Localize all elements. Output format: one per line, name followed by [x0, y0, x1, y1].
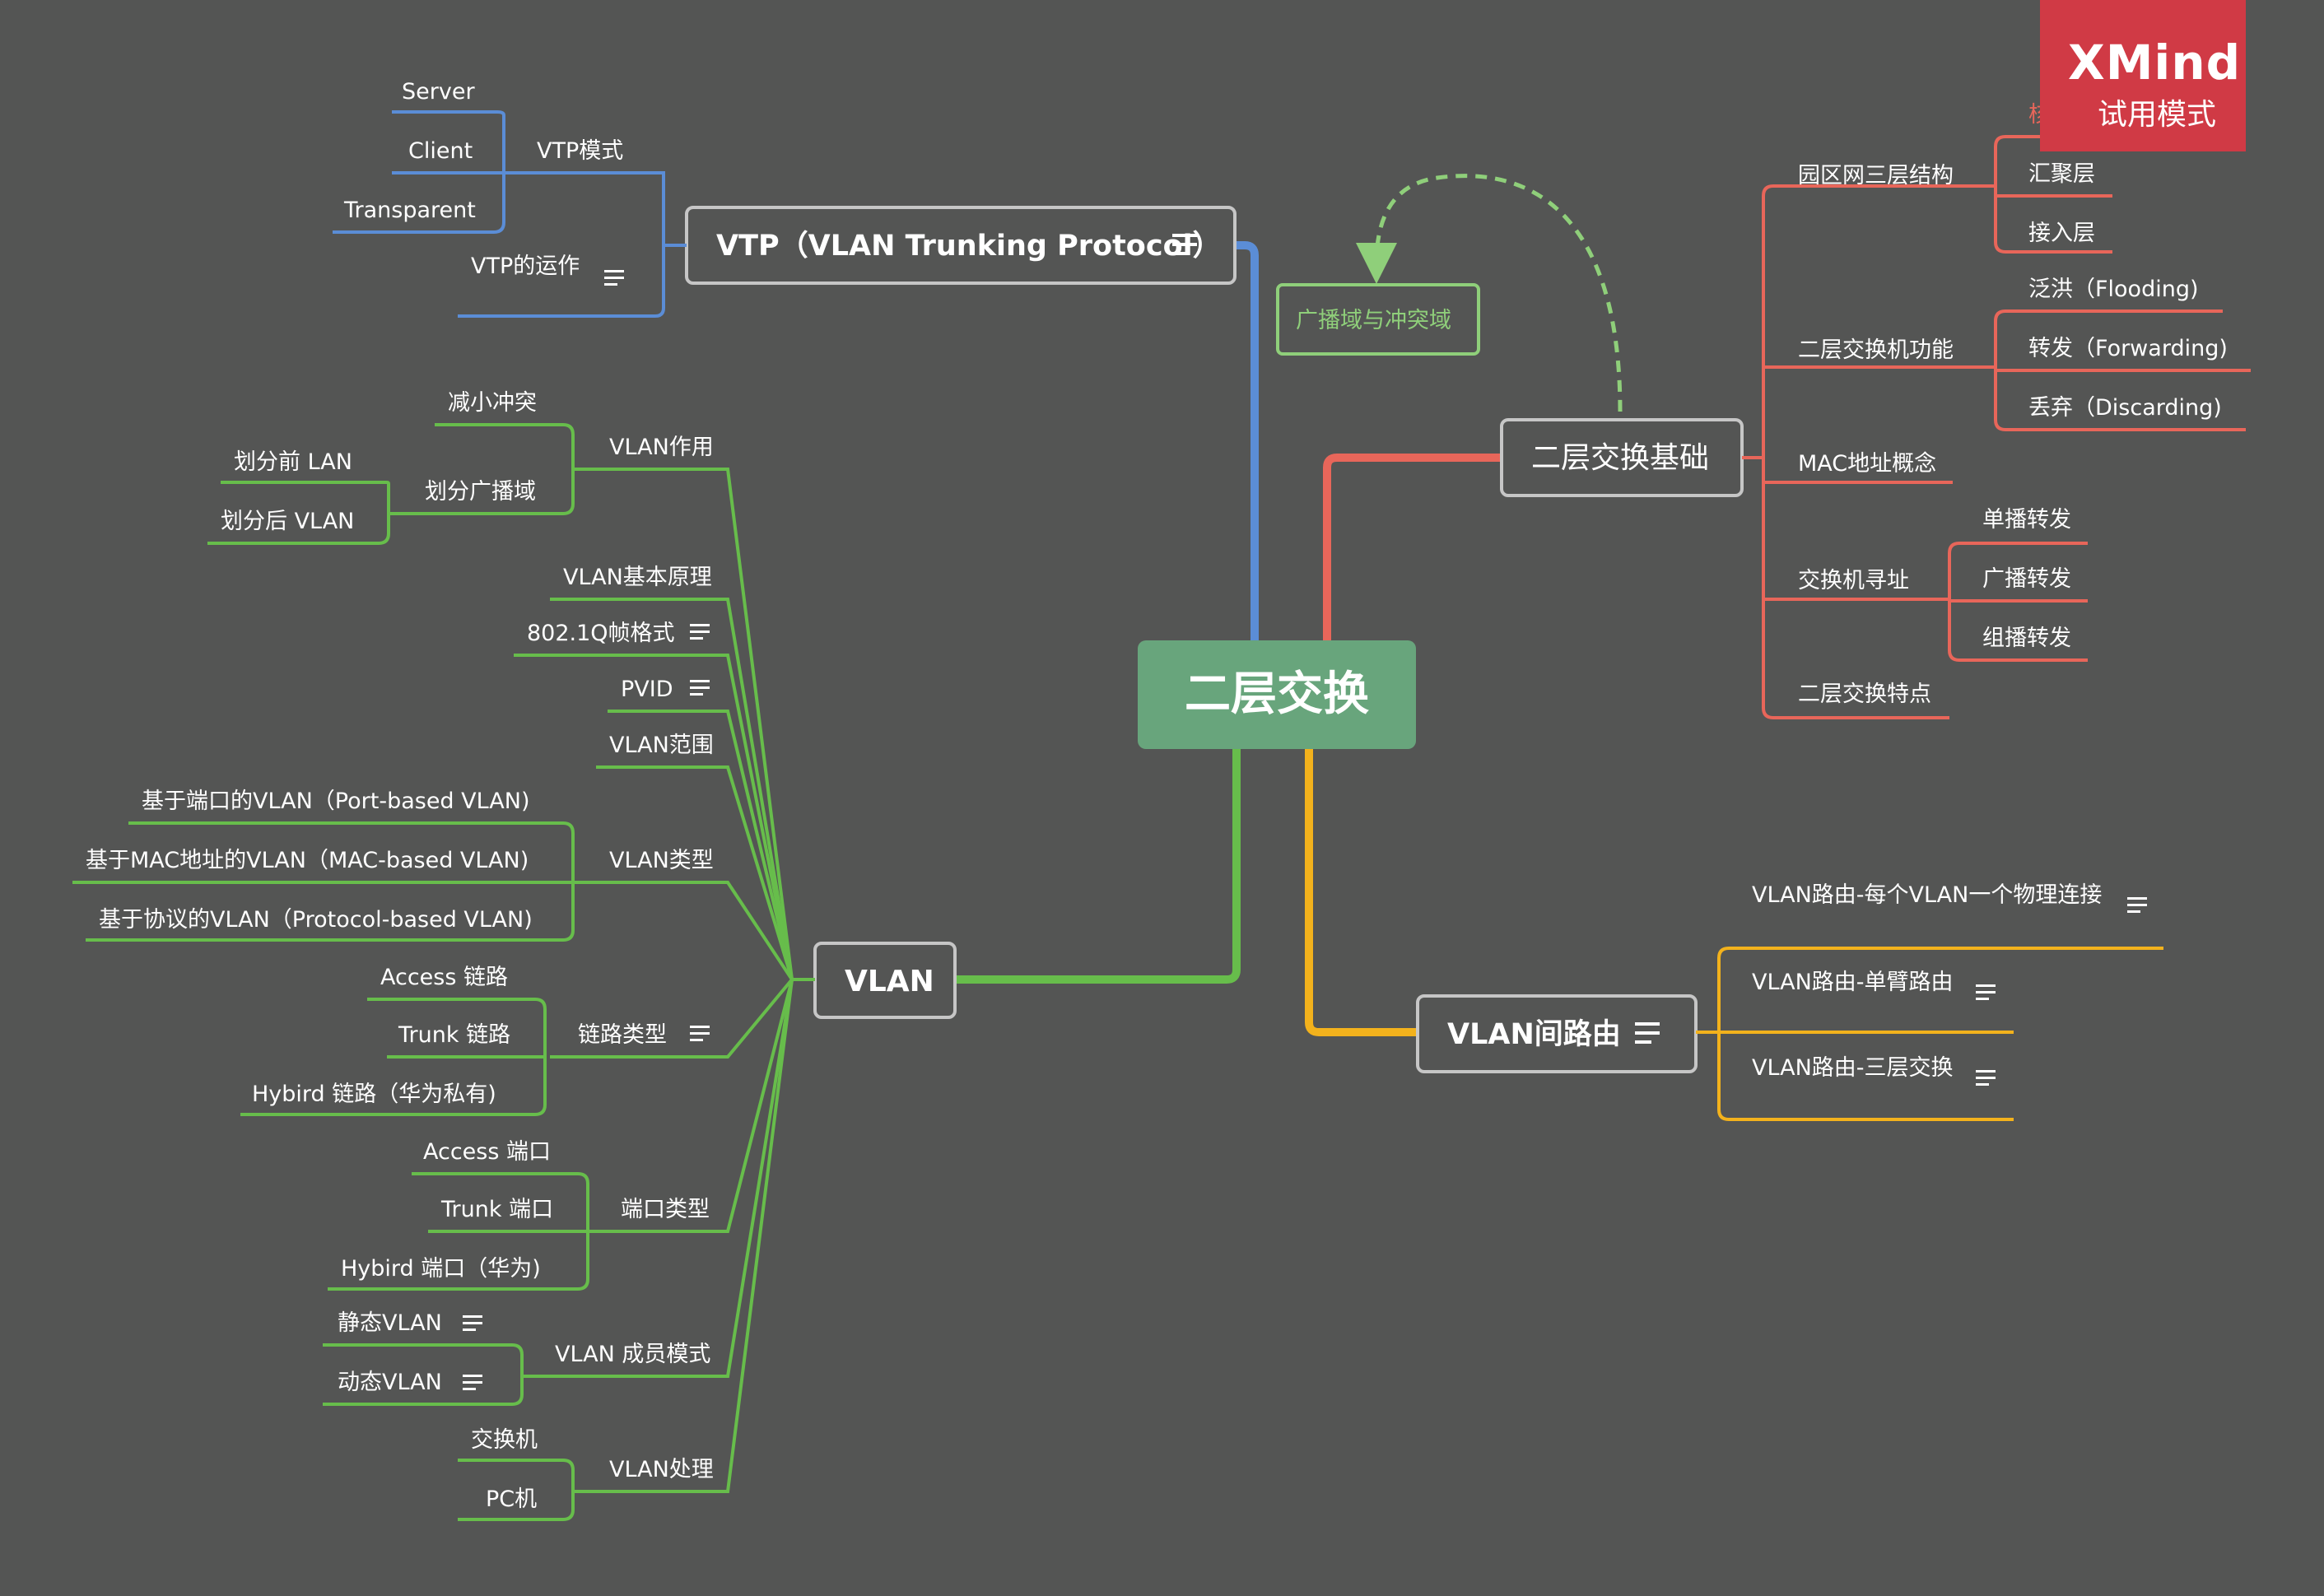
vlan-links-label: 链路类型	[578, 1022, 667, 1048]
vlan-role-sub: 划分后 VLAN	[221, 509, 354, 534]
callout-label: 广播域与冲突域	[1296, 308, 1451, 333]
central-topic: 二层交换	[1185, 668, 1369, 721]
vlan-ports-item: Hybird 端口（华为)	[341, 1256, 541, 1282]
vlan-membership-item: 静态VLAN	[338, 1310, 442, 1336]
notes-icon[interactable]	[1976, 1070, 1996, 1086]
notes-icon[interactable]	[2127, 897, 2147, 913]
routing-item: VLAN路由-每个VLAN一个物理连接	[1752, 882, 2102, 908]
trial-watermark: XMind 试用模式	[2040, 0, 2246, 151]
callout-arrow	[1356, 174, 1623, 412]
vlan-topic: VLAN	[845, 965, 934, 998]
routing-item: VLAN路由-三层交换	[1752, 1055, 1954, 1081]
addressing-item: 广播转发	[1982, 566, 2071, 592]
campus-item: 汇聚层	[2028, 161, 2095, 187]
vtp-operation-label: VTP的运作	[471, 254, 580, 279]
vlan-links-item: Access 链路	[380, 965, 508, 990]
notes-icon[interactable]	[1976, 984, 1996, 1000]
vlan-processing-label: VLAN处理	[609, 1457, 714, 1482]
connector-vtp	[1237, 241, 1259, 640]
routing-topic: VLAN间路由	[1447, 1018, 1621, 1051]
vlan-membership-item: 动态VLAN	[338, 1370, 442, 1395]
notes-icon[interactable]	[690, 1026, 710, 1041]
functions-item: 泛洪（Flooding)	[2028, 277, 2199, 302]
notes-icon[interactable]	[463, 1315, 482, 1331]
notes-icon[interactable]	[690, 624, 710, 640]
vlan-fan	[514, 468, 815, 1493]
notes-icon[interactable]	[1172, 234, 1197, 255]
notes-icon[interactable]	[690, 680, 710, 696]
vlan-ports-item: Trunk 端口	[440, 1197, 553, 1222]
vlan-role-sub: 划分前 LAN	[234, 449, 352, 475]
vlan-types-label: VLAN类型	[609, 848, 714, 873]
notes-icon[interactable]	[463, 1375, 482, 1390]
vlan-types-item: 基于MAC地址的VLAN（MAC-based VLAN)	[86, 848, 529, 873]
features-label: 二层交换特点	[1798, 682, 1931, 707]
vlan-range-label: VLAN范围	[609, 733, 714, 758]
functions-label: 二层交换机功能	[1798, 337, 1954, 363]
vtp-mode-label: VTP模式	[537, 138, 623, 164]
vlan-processing-item: PC机	[486, 1487, 537, 1512]
trial-mode-label: 试用模式	[2098, 98, 2217, 132]
vtp-mode-item: Client	[408, 138, 473, 164]
connector-routing	[1305, 749, 1418, 1036]
central-topic-box[interactable]	[1138, 640, 1416, 749]
functions-item: 丢弃（Discarding)	[2028, 395, 2222, 421]
addressing-item: 组播转发	[1982, 626, 2071, 651]
vlan-role-label: VLAN作用	[609, 435, 714, 460]
vlan-membership-label: VLAN 成员模式	[555, 1342, 710, 1367]
functions-item: 转发（Forwarding)	[2028, 336, 2228, 361]
vlan-links-item: Hybird 链路（华为私有)	[252, 1082, 496, 1107]
vtp-mode-item: Transparent	[343, 198, 476, 223]
vlan-types-item: 基于端口的VLAN（Port-based VLAN)	[142, 789, 530, 814]
vlan-principle-label: VLAN基本原理	[563, 565, 712, 590]
vlan-links-item: Trunk 链路	[398, 1022, 510, 1048]
vlan-role-item: 减小冲突	[448, 390, 537, 416]
addressing-item: 单播转发	[1982, 507, 2071, 533]
callout-box[interactable]	[1276, 283, 1480, 356]
vtp-bracket	[458, 170, 687, 318]
routing-item: VLAN路由-单臂路由	[1752, 970, 1954, 995]
vlan-types-item: 基于协议的VLAN（Protocol-based VLAN)	[99, 907, 533, 933]
campus-item: 接入层	[2028, 221, 2095, 246]
vlan-processing-item: 交换机	[471, 1427, 538, 1453]
notes-icon[interactable]	[1635, 1022, 1660, 1044]
vlan-pvid-label: PVID	[621, 677, 673, 702]
vlan-ports-item: Access 端口	[423, 1139, 551, 1165]
connector-basics	[1323, 454, 1502, 640]
connector-vlan	[955, 749, 1241, 984]
vtp-mode-item: Server	[402, 79, 475, 105]
xmind-logo: XMind	[2068, 35, 2242, 91]
vtp-topic: VTP（VLAN Trunking Protocol）	[716, 230, 1222, 263]
addressing-label: 交换机寻址	[1798, 568, 1909, 593]
vlan-ports-label: 端口类型	[621, 1197, 710, 1222]
notes-icon[interactable]	[604, 270, 624, 286]
vlan-role-item: 划分广播域	[425, 479, 536, 505]
vlan-frame-label: 802.1Q帧格式	[527, 621, 675, 646]
basics-topic: 二层交换基础	[1531, 441, 1709, 475]
routing-bracket	[1696, 947, 2163, 1121]
basics-bracket	[1742, 184, 1963, 719]
mac-label: MAC地址概念	[1798, 451, 1936, 477]
campus-label: 园区网三层结构	[1798, 163, 1954, 188]
